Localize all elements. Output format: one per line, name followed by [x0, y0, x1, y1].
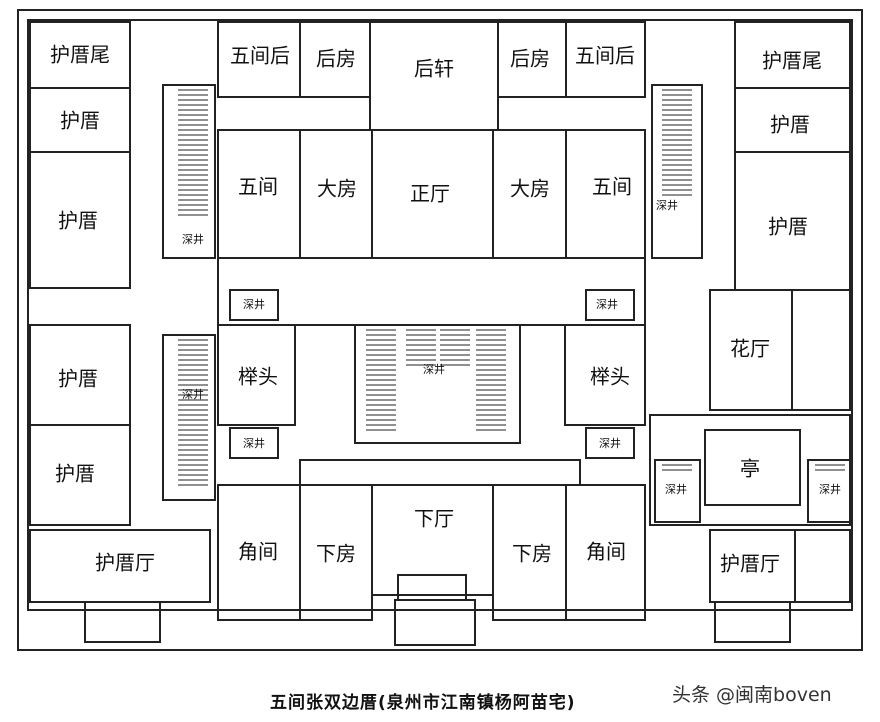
room-label: 花厅 [730, 337, 770, 361]
room-label: 护厝 [58, 367, 98, 391]
room-label: 大房 [317, 177, 357, 201]
figure-caption: 五间张双边厝(泉州市江南镇杨阿苗宅) [270, 693, 576, 713]
room-label: 护厝 [60, 109, 100, 133]
room-label: 护厝厅 [720, 552, 780, 576]
watermark: 头条 @闽南boven [672, 684, 832, 706]
room-label: 下房 [512, 542, 552, 566]
courtyard-label: 深井 [656, 198, 678, 212]
room-label: 护厝尾 [762, 49, 822, 73]
room-label: 榉头 [590, 365, 630, 389]
room-label: 护厝 [770, 113, 810, 137]
room-label: 护厝厅 [95, 551, 155, 575]
room-labels: 护厝尾 护厝 护厝 护厝 护厝 护厝厅 五间后 后房 后轩 后房 五间后 五间 … [50, 43, 822, 576]
outer-wall [17, 9, 863, 651]
room-label: 五间 [238, 175, 278, 199]
room-label: 五间 [592, 175, 632, 199]
room-label: 亭 [740, 457, 760, 481]
room-label: 护厝 [55, 462, 95, 486]
room-label: 护厝 [768, 215, 808, 239]
room-label: 角间 [238, 540, 278, 564]
room-label: 护厝尾 [50, 43, 110, 67]
room-label: 大房 [510, 177, 550, 201]
room-label: 后房 [316, 47, 356, 71]
room-label: 下房 [316, 542, 356, 566]
room-label: 正厅 [410, 182, 450, 206]
courtyard-label: 深井 [182, 387, 204, 401]
walls [17, 9, 863, 651]
room-label: 后轩 [414, 57, 454, 81]
stairs [178, 89, 845, 486]
courtyard-label: 深井 [596, 297, 618, 311]
room-label: 下厅 [414, 507, 454, 531]
room-label: 角间 [586, 540, 626, 564]
room-label: 后房 [510, 47, 550, 71]
courtyard-label: 深井 [243, 436, 265, 450]
courtyard-label: 深井 [182, 232, 204, 246]
room-label: 五间后 [230, 44, 290, 68]
courtyard-label: 深井 [819, 482, 841, 496]
room-label: 护厝 [58, 209, 98, 233]
courtyard-label: 深井 [599, 436, 621, 450]
room-label: 榉头 [238, 365, 278, 389]
courtyard-label: 深井 [665, 482, 687, 496]
inner-wall [27, 19, 853, 611]
courtyard-labels: 深井 深井 深井 深井 深井 深井 深井 深井 深井 深井 [182, 198, 841, 496]
courtyard-label: 深井 [243, 297, 265, 311]
courtyard-label: 深井 [423, 362, 445, 376]
room-label: 五间后 [575, 44, 635, 68]
